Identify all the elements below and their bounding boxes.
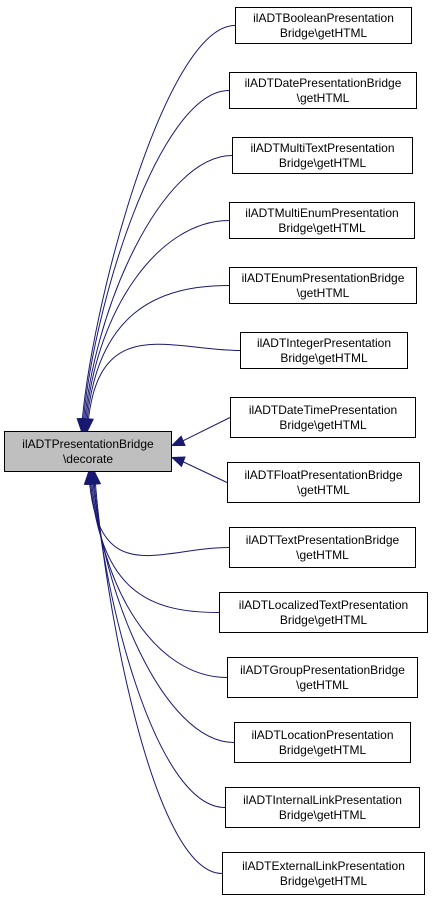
caller-node-integer[interactable]: ilADTIntegerPresentation Bridge\getHTML	[240, 332, 408, 369]
caller-edge	[85, 285, 230, 432]
caller-node-label-line2: \getHTML	[296, 677, 349, 692]
caller-node-label-line2: \getHTML	[296, 90, 350, 105]
caller-node-label-line2: Bridge\getHTML	[278, 807, 367, 822]
caller-edge	[86, 343, 241, 432]
caller-node-label-line1: ilADTEnumPresentationBridge	[241, 270, 405, 285]
caller-edge	[84, 220, 230, 432]
caller-node-multitext[interactable]: ilADTMultiTextPresentation Bridge\getHTM…	[232, 137, 413, 174]
root-node-decorate[interactable]: ilADTPresentationBridge \decorate	[4, 431, 172, 472]
caller-node-label-line1: ilADTLocalizedTextPresentation	[238, 597, 409, 612]
caller-node-group[interactable]: ilADTGroupPresentationBridge \getHTML	[227, 657, 418, 698]
caller-node-label-line2: Bridge\getHTML	[279, 417, 367, 432]
root-node-label-line1: ilADTPresentationBridge	[22, 436, 154, 451]
caller-node-label-line2: Bridge\getHTML	[279, 25, 368, 40]
caller-node-label-line2: \getHTML	[296, 547, 349, 562]
caller-node-datetime[interactable]: ilADTDateTimePresentation Bridge\getHTML	[230, 397, 416, 438]
caller-node-internallink[interactable]: ilADTInternalLinkPresentation Bridge\get…	[225, 787, 420, 828]
caller-node-multienum[interactable]: ilADTMultiEnumPresentation Bridge\getHTM…	[229, 202, 415, 239]
caller-node-label-line1: ilADTExternalLinkPresentation	[242, 858, 405, 873]
caller-node-location[interactable]: ilADTLocationPresentation Bridge\getHTML	[234, 722, 411, 763]
caller-edge	[89, 471, 220, 613]
caller-edge	[90, 471, 228, 678]
caller-edge	[181, 417, 231, 442]
caller-node-label-line1: ilADTFloatPresentationBridge	[244, 467, 403, 482]
caller-node-label-line1: ilADTLocationPresentation	[251, 727, 394, 742]
caller-node-date[interactable]: ilADTDatePresentationBridge \getHTML	[229, 72, 417, 109]
caller-node-enum[interactable]: ilADTEnumPresentationBridge \getHTML	[229, 267, 417, 304]
caller-node-label-line2: \getHTML	[296, 285, 350, 300]
caller-edge	[181, 460, 228, 483]
caller-edge	[80, 25, 236, 432]
caller-edge	[92, 471, 226, 808]
caller-node-label-line1: ilADTDateTimePresentation	[248, 402, 398, 417]
edge-arrowhead	[89, 470, 102, 485]
caller-node-label-line1: ilADTMultiTextPresentation	[250, 140, 395, 155]
caller-node-label-line2: Bridge\getHTML	[280, 350, 368, 365]
caller-edge	[91, 471, 235, 743]
edge-arrowhead	[170, 456, 186, 468]
edge-arrowhead	[170, 435, 186, 447]
caller-node-label-line2: Bridge\getHTML	[278, 155, 367, 170]
root-node-label-line2: \decorate	[62, 451, 114, 466]
caller-node-float[interactable]: ilADTFloatPresentationBridge \getHTML	[227, 462, 420, 503]
caller-node-text[interactable]: ilADTTextPresentationBridge \getHTML	[229, 527, 416, 568]
caller-edge	[88, 471, 230, 557]
caller-node-label-line1: ilADTTextPresentationBridge	[245, 532, 400, 547]
caller-node-label-line2: Bridge\getHTML	[278, 220, 366, 235]
caller-node-label-line1: ilADTDatePresentationBridge	[244, 75, 402, 90]
caller-node-label-line1: ilADTMultiEnumPresentation	[245, 205, 399, 220]
caller-node-boolean[interactable]: ilADTBooleanPresentation Bridge\getHTML	[235, 7, 412, 44]
caller-edge	[83, 155, 233, 432]
caller-node-localizedtext[interactable]: ilADTLocalizedTextPresentation Bridge\ge…	[219, 592, 428, 633]
caller-node-label-line2: Bridge\getHTML	[278, 742, 367, 757]
caller-node-label-line1: ilADTInternalLinkPresentation	[243, 792, 402, 807]
caller-node-label-line2: \getHTML	[297, 482, 350, 497]
caller-node-label-line2: Bridge\getHTML	[279, 612, 368, 627]
edge-arrowhead	[82, 418, 94, 433]
caller-node-externallink[interactable]: ilADTExternalLinkPresentation Bridge\get…	[222, 852, 425, 895]
caller-edge	[94, 471, 223, 874]
caller-edge	[82, 90, 230, 432]
caller-node-label-line1: ilADTIntegerPresentation	[256, 335, 392, 350]
caller-node-label-line1: ilADTGroupPresentationBridge	[240, 662, 405, 677]
caller-node-label-line1: ilADTBooleanPresentation	[253, 10, 394, 25]
caller-node-label-line2: Bridge\getHTML	[279, 873, 368, 888]
